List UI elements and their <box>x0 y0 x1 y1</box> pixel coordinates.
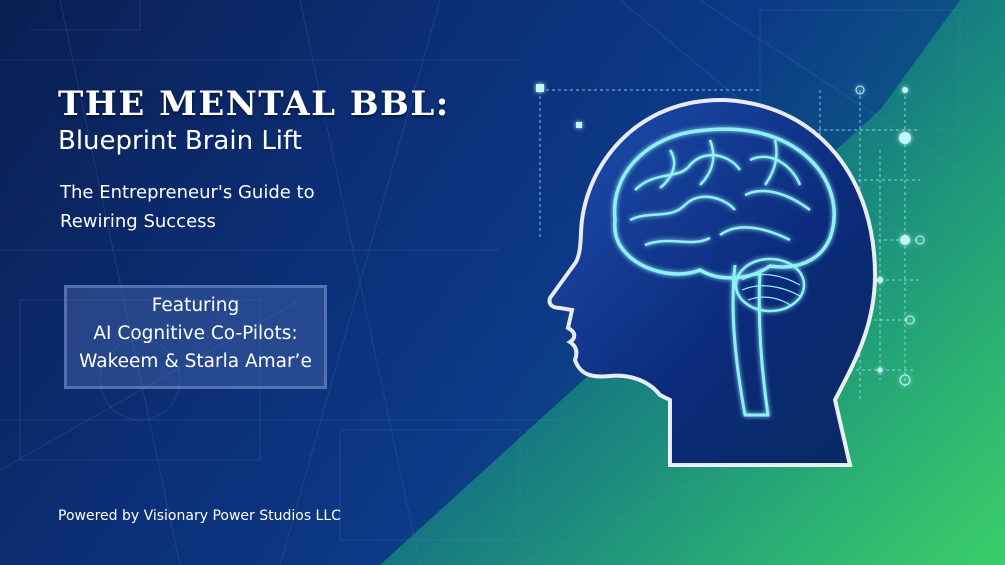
brain-folds <box>629 139 811 247</box>
head-brain-illustration <box>536 84 925 467</box>
tagline: The Entrepreneur's Guide to Rewiring Suc… <box>60 178 380 236</box>
tagline-line-1: The Entrepreneur's Guide to <box>60 182 315 203</box>
brain-stem <box>731 264 770 417</box>
featuring-box: Featuring AI Cognitive Co-Pilots: Wakeem… <box>64 285 327 389</box>
cover-subtitle: Blueprint Brain Lift <box>58 126 302 156</box>
cover-title: THE MENTAL BBL: <box>58 84 450 124</box>
featuring-label: Featuring <box>151 295 240 316</box>
featuring-names: Wakeem & Starla Amar’e <box>79 351 312 372</box>
brain-outline <box>612 127 836 280</box>
blueprint-nodes <box>536 84 925 386</box>
featuring-copilots-label: AI Cognitive Co-Pilots: <box>93 323 298 344</box>
footer-credit: Powered by Visionary Power Studios LLC <box>58 508 341 524</box>
tagline-line-2: Rewiring Success <box>60 211 216 232</box>
cerebellum <box>734 257 806 313</box>
head-silhouette <box>547 97 878 467</box>
